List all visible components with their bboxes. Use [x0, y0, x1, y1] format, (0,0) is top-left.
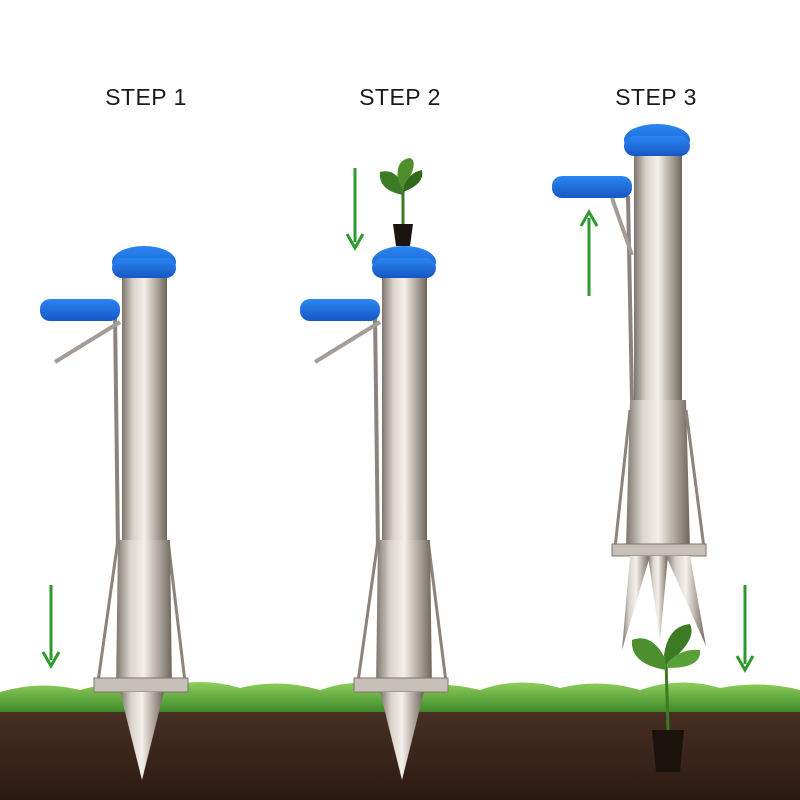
arrow-down-icon — [347, 168, 363, 248]
seedling-plug — [380, 158, 423, 246]
planter-step-3 — [552, 124, 706, 650]
blue-handle-3 — [552, 176, 632, 198]
blue-handle-1 — [40, 299, 120, 321]
arrow-down-icon — [737, 585, 753, 670]
blue-handle-2 — [300, 299, 380, 321]
arrow-up-icon — [581, 212, 597, 296]
arrow-down-icon — [43, 585, 59, 666]
